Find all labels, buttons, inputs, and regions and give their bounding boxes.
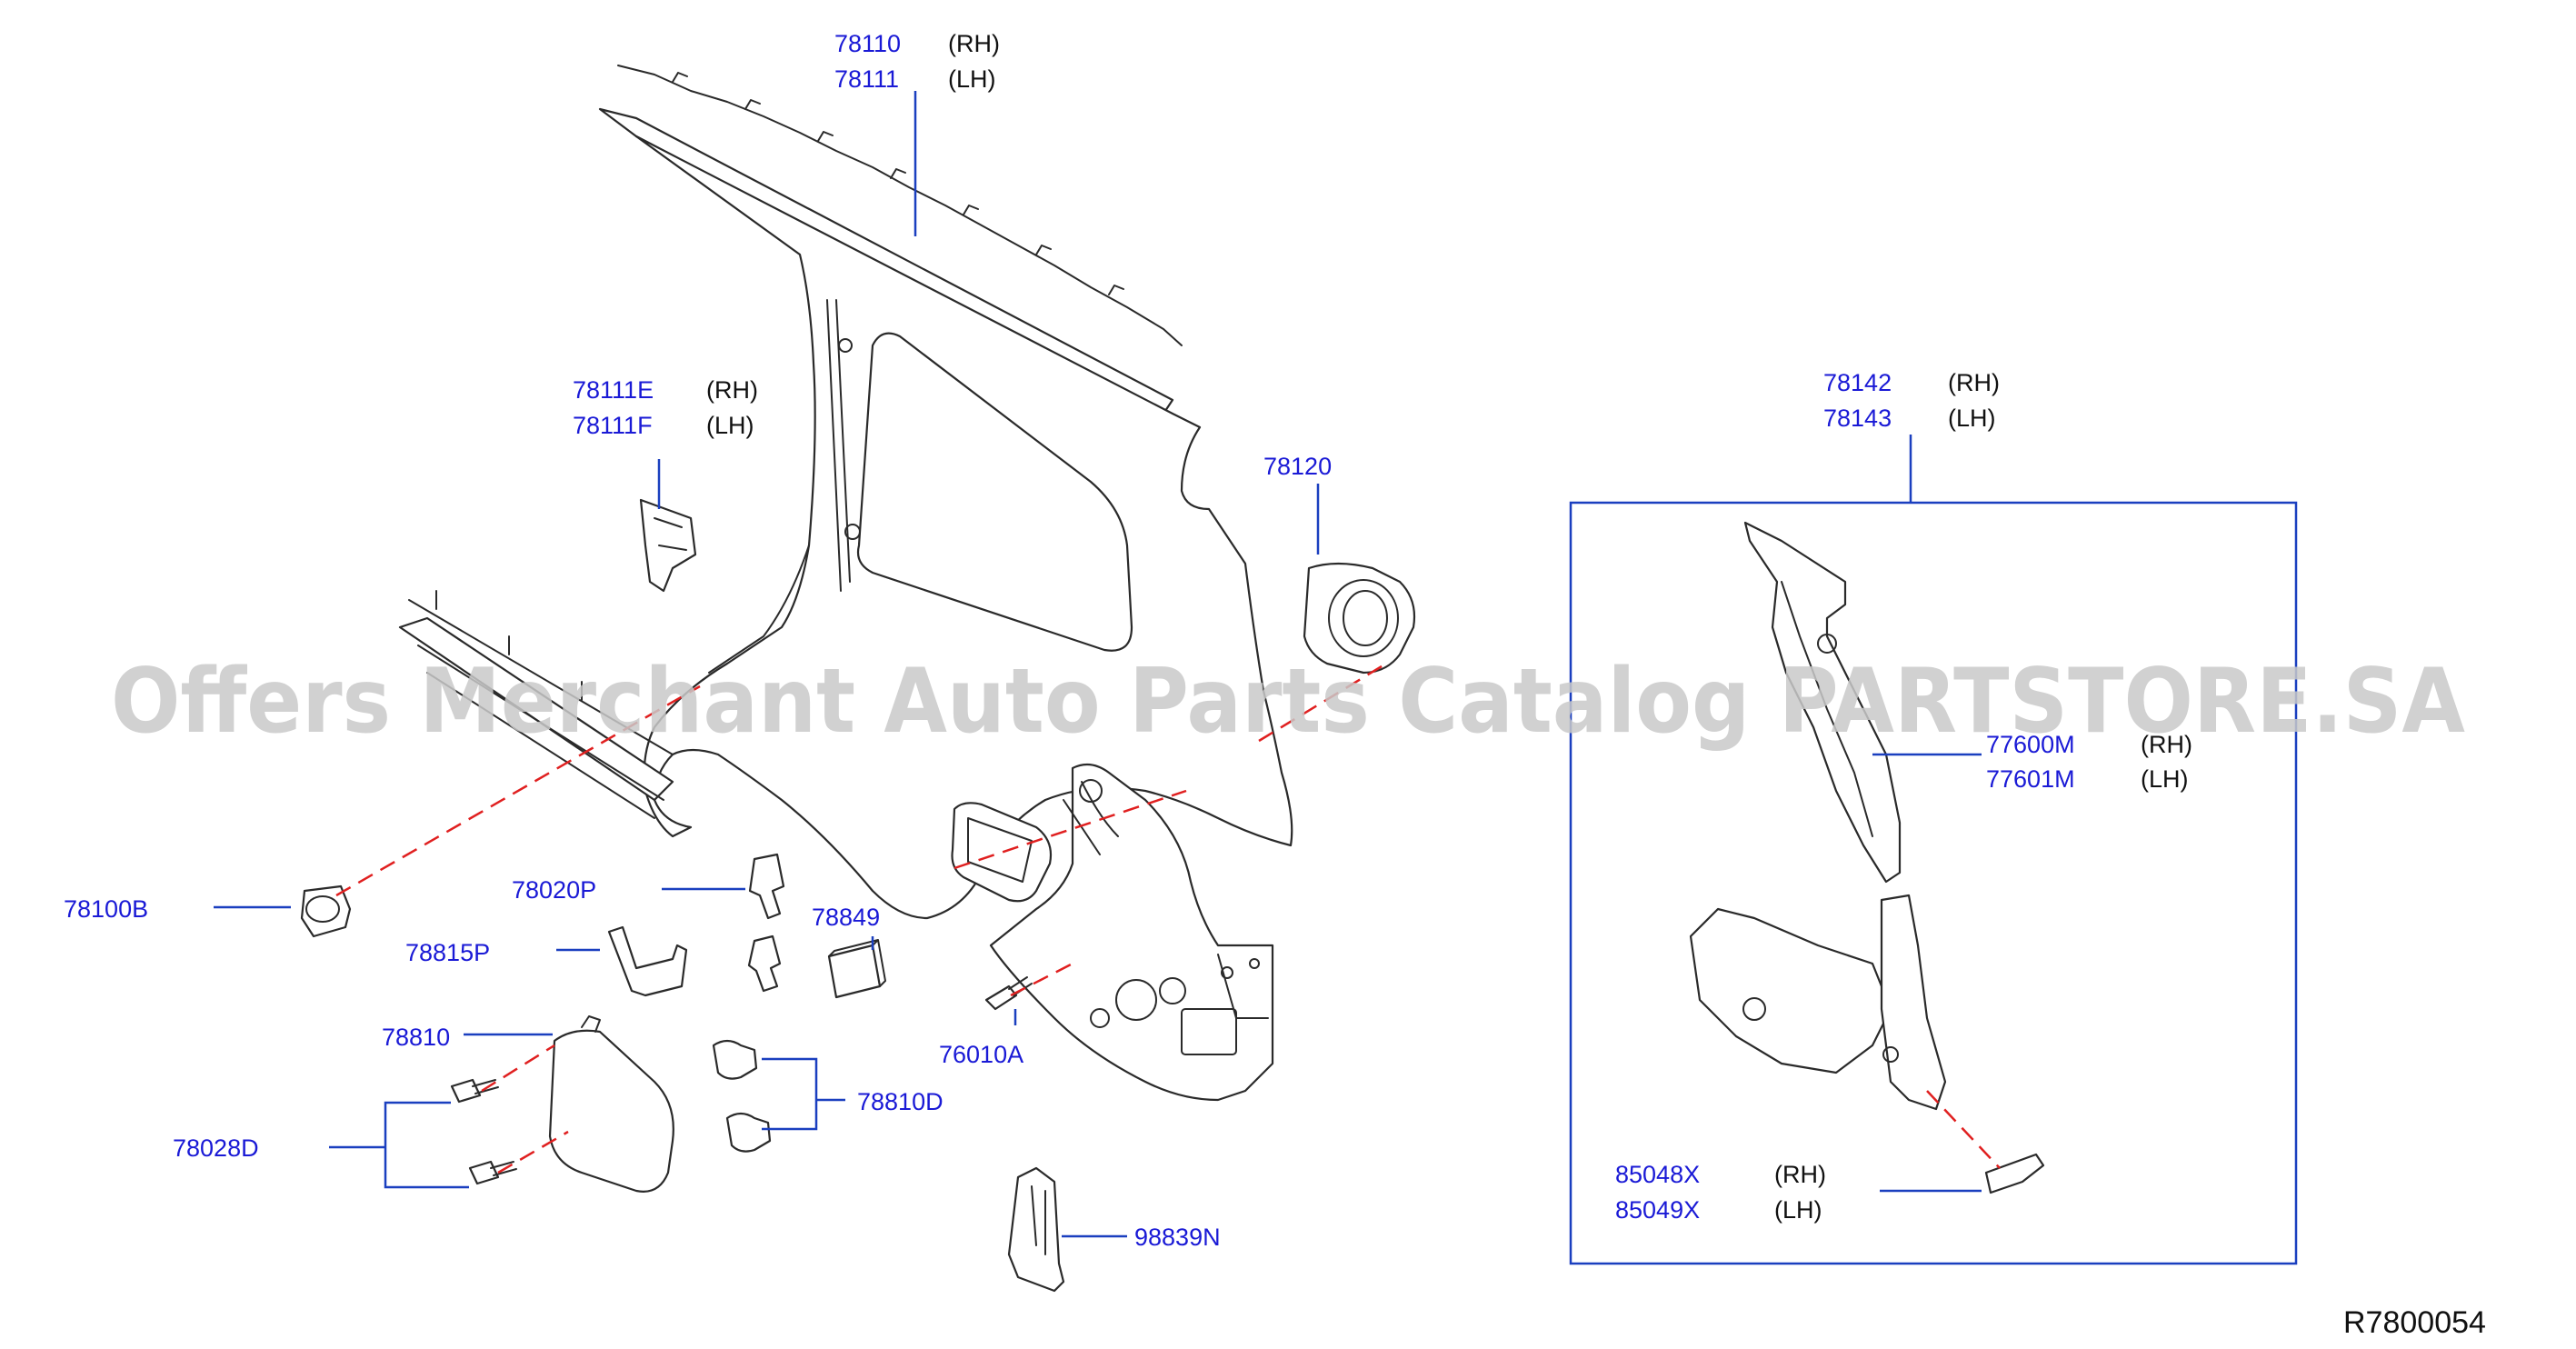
part-number: 78020P <box>512 876 596 904</box>
part-number: 78111E <box>573 376 654 404</box>
part-number: 78111F <box>573 412 653 439</box>
part-number: 78120 <box>1263 453 1332 480</box>
callout-77601M[interactable]: 77601M (LH) <box>1986 765 2189 793</box>
callout-78815P[interactable]: 78815P <box>405 939 490 966</box>
part-number: 78111 <box>834 65 899 93</box>
callout-78810D[interactable]: 78810D <box>857 1088 944 1115</box>
callout-85049X[interactable]: 85049X (LH) <box>1615 1196 1822 1224</box>
part-number: 85048X <box>1615 1161 1700 1188</box>
part-number: 76010A <box>939 1041 1023 1068</box>
diagram-reference: R7800054 <box>2343 1305 2486 1340</box>
pillar-reinforcement <box>1743 521 1902 884</box>
callout-76010A[interactable]: 76010A <box>939 1041 1023 1068</box>
side-label: (LH) <box>706 412 754 439</box>
assembly-guides <box>335 662 2001 1174</box>
callout-78111[interactable]: 78111 (LH) <box>834 65 996 93</box>
side-label: (LH) <box>2141 765 2189 793</box>
callout-78020P[interactable]: 78020P <box>512 876 596 904</box>
callout-78849[interactable]: 78849 <box>812 904 880 931</box>
side-label: (LH) <box>1948 405 1996 432</box>
part-number: 78110 <box>834 30 901 57</box>
callout-77600M[interactable]: 77600M (RH) <box>1986 731 2192 758</box>
clip-78020P <box>747 853 785 993</box>
assembly-box <box>1569 501 2298 1265</box>
fuel-filler-housing <box>1303 562 1416 674</box>
part-number: 77601M <box>1986 765 2075 793</box>
part-number: 78810 <box>382 1024 450 1051</box>
watermark-text: Offers Merchant Auto Parts Catalog PARTS… <box>111 650 2465 754</box>
side-label: (LH) <box>1774 1196 1822 1224</box>
part-number: 78100B <box>64 895 148 923</box>
bumpers-78810D <box>712 1039 772 1153</box>
part-number: 78849 <box>812 904 880 931</box>
part-number: 78028D <box>173 1134 259 1162</box>
side-label: (RH) <box>948 30 1000 57</box>
grommet-78100B <box>300 884 352 938</box>
part-number: 77600M <box>1986 731 2075 758</box>
callout-78143[interactable]: 78143 (LH) <box>1823 405 1996 432</box>
part-number: 78810D <box>857 1088 944 1115</box>
callout-85048X[interactable]: 85048X (RH) <box>1615 1161 1826 1188</box>
callout-78120[interactable]: 78120 <box>1263 453 1332 480</box>
callout-78810[interactable]: 78810 <box>382 1024 450 1051</box>
pad-78849 <box>827 939 886 999</box>
part-number: 78815P <box>405 939 490 966</box>
part-number: 78142 <box>1823 369 1892 396</box>
side-label: (RH) <box>706 376 758 404</box>
callout-78110[interactable]: 78110 (RH) <box>834 30 1000 57</box>
callout-78028D[interactable]: 78028D <box>173 1134 259 1162</box>
bracket-98839N <box>1007 1166 1065 1293</box>
callout-78111F[interactable]: 78111F (LH) <box>573 412 754 439</box>
callout-78111E[interactable]: 78111E (RH) <box>573 376 758 404</box>
side-label: (RH) <box>2141 731 2192 758</box>
bolts-78028D <box>450 1078 517 1185</box>
wheelhouse-inner <box>1689 894 1947 1111</box>
callout-78100B[interactable]: 78100B <box>64 895 148 923</box>
callout-98839N[interactable]: 98839N <box>1134 1224 1221 1251</box>
leader-lines <box>214 91 1982 1238</box>
bracket-85048X <box>1984 1153 2045 1194</box>
part-number: 78143 <box>1823 405 1892 432</box>
bracket-78815P <box>607 925 688 997</box>
side-label: (RH) <box>1774 1161 1826 1188</box>
side-label: (RH) <box>1948 369 2000 396</box>
side-label: (LH) <box>948 65 996 93</box>
part-number: 98839N <box>1134 1224 1221 1251</box>
callout-78142[interactable]: 78142 (RH) <box>1823 369 2000 396</box>
rear-inner-panel <box>989 763 1274 1102</box>
part-number: 85049X <box>1615 1196 1700 1224</box>
roof-side-rail <box>398 590 674 819</box>
fuel-lid-78810 <box>548 1015 674 1193</box>
gusset-bracket <box>639 498 697 593</box>
rear-quarter-panel <box>598 65 1293 1019</box>
